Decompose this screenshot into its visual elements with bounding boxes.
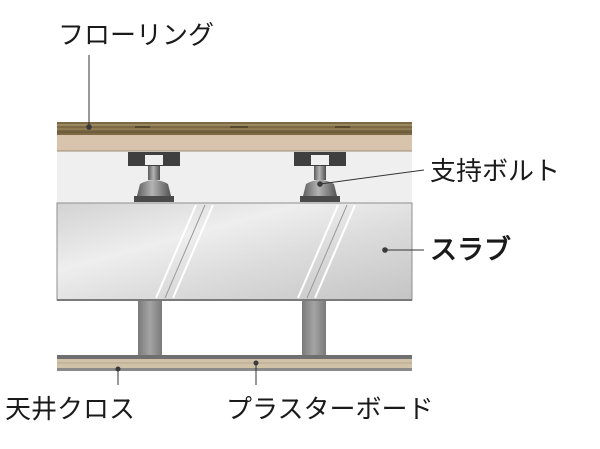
leader-ceiling-cloth [115,366,121,385]
ceiling-hanger-right [302,301,326,356]
label-support-bolt: 支持ボルト [430,157,560,187]
underlayment-layer [57,135,412,151]
label-ceiling-cloth: 天井クロス [5,395,135,425]
leader-flooring [86,55,92,130]
flooring-layer [57,122,412,135]
leader-support-bolt [317,169,425,187]
floor-cavity [57,150,412,205]
support-bolt-right [294,152,346,202]
concrete-slab [56,202,413,301]
ceiling-hanger-left [138,301,162,356]
label-plasterboard: プラスターボード [226,395,433,425]
ceiling-board-layer [57,355,412,371]
leader-slab [382,247,424,253]
label-flooring: フローリング [58,21,214,51]
support-bolt-left [128,152,180,202]
leader-plasterboard [253,360,259,385]
label-slab: スラブ [430,234,511,266]
